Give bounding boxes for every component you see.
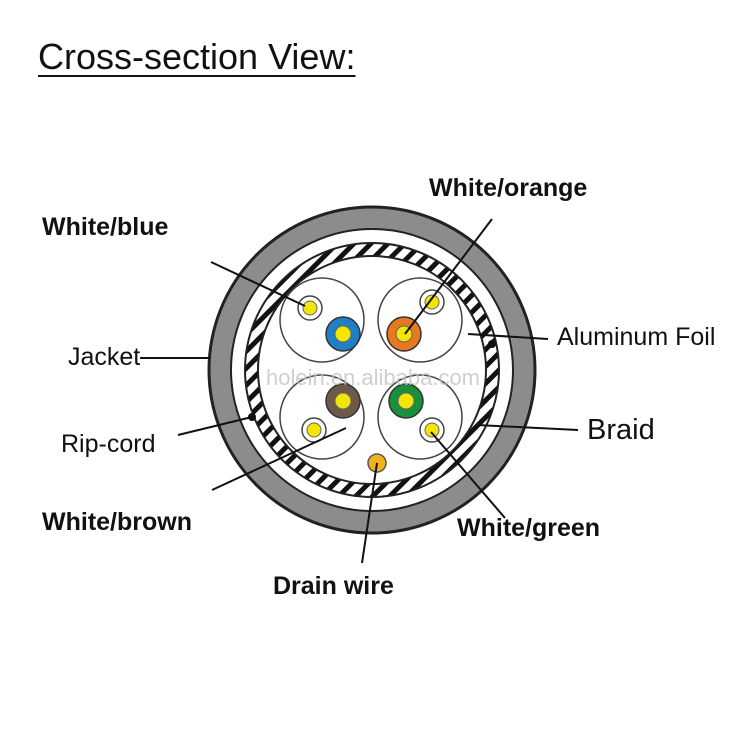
leader-white-brown (211, 427, 347, 491)
label-aluminum-foil: Aluminum Foil (557, 323, 716, 351)
pair-brown-outline (279, 374, 365, 460)
label-white-brown: White/brown (42, 508, 192, 536)
label-white-blue: White/blue (42, 213, 169, 241)
brown-conductor (334, 392, 352, 410)
leader-drain-wire (361, 462, 378, 564)
leader-white-green (430, 431, 506, 519)
white-green-conductor (424, 422, 440, 438)
label-jacket: Jacket (68, 343, 141, 371)
pair-blue-outline (279, 277, 365, 363)
label-white-orange: White/orange (429, 174, 588, 202)
label-braid: Braid (587, 414, 655, 446)
white-brown-conductor (306, 422, 322, 438)
label-drain-wire: Drain wire (273, 572, 394, 600)
blue-conductor (334, 325, 352, 343)
leader-braid (476, 424, 579, 431)
label-white-green: White/green (457, 514, 601, 542)
label-rip-cord: Rip-cord (61, 430, 156, 458)
pair-green-outline (377, 374, 463, 460)
green-conductor (397, 392, 415, 410)
diagram-title: Cross-section View: (38, 36, 356, 77)
leader-white-orange (404, 218, 493, 335)
watermark: holein.en.alibaba.com (266, 365, 480, 390)
white-blue-conductor (302, 300, 318, 316)
white-orange-conductor (424, 294, 440, 310)
leader-rip-cord (177, 416, 253, 436)
foil-dot (488, 340, 496, 348)
pair-orange-outline (377, 277, 463, 363)
leader-white-blue (210, 261, 306, 307)
leader-aluminum-foil (467, 333, 549, 340)
